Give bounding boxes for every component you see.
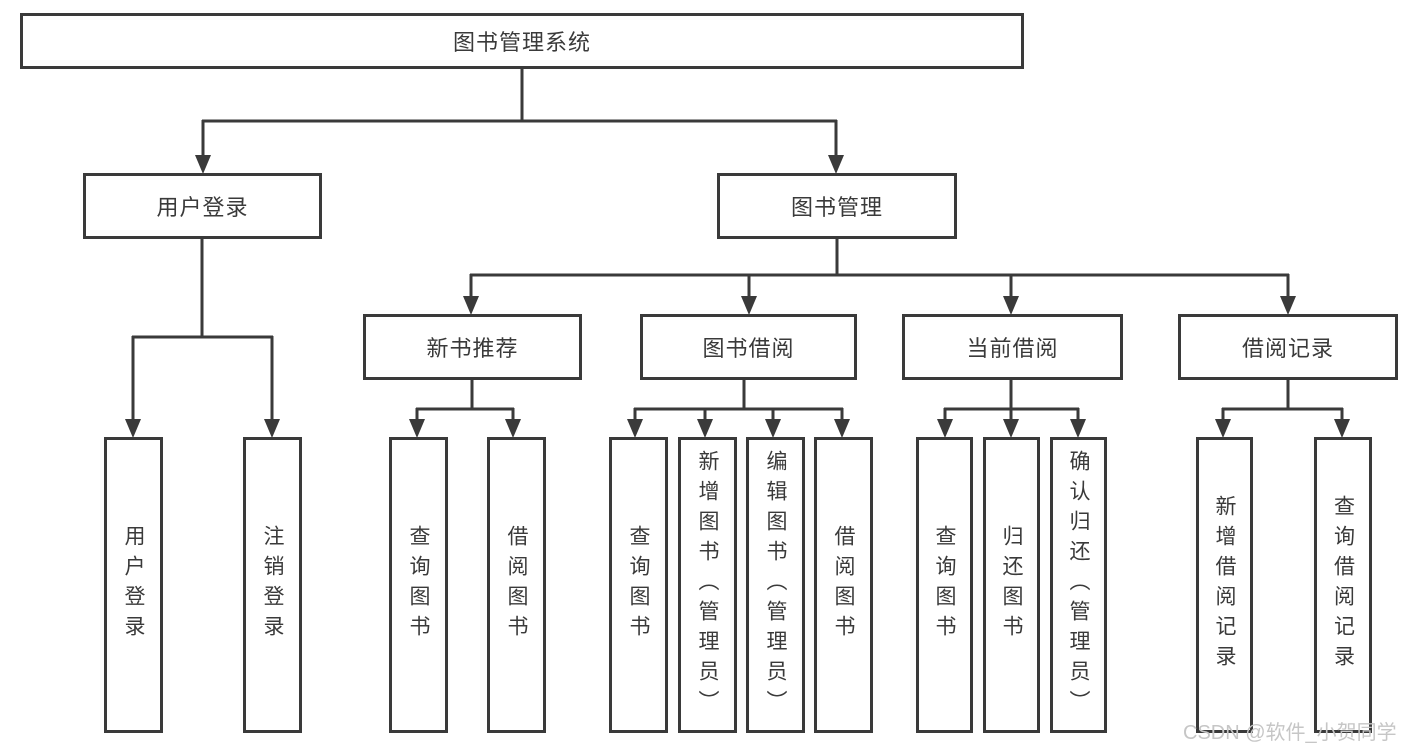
node-leaf-query-borrow-record: 查询借阅记录: [1314, 437, 1372, 733]
node-new-book-recommend: 新书推荐: [363, 314, 582, 380]
node-label: 新书推荐: [426, 336, 519, 361]
node-label: 确认归还（管理员）: [1067, 450, 1090, 720]
node-label: 图书管理: [790, 195, 883, 220]
node-leaf-edit-books-admin: 编辑图书（管理员）: [746, 437, 805, 733]
node-user-login: 用户登录: [83, 173, 322, 239]
node-leaf-logout: 注销登录: [243, 437, 302, 733]
node-leaf-query-books-borrowing: 查询图书: [609, 437, 668, 733]
node-leaf-add-borrow-record: 新增借阅记录: [1196, 437, 1253, 733]
node-book-borrowing: 图书借阅: [640, 314, 857, 380]
node-label: 用户登录: [122, 525, 145, 645]
node-library-management-system: 图书管理系统: [20, 13, 1024, 69]
node-label: 借阅记录: [1241, 336, 1334, 361]
node-leaf-confirm-return-admin: 确认归还（管理员）: [1050, 437, 1107, 733]
node-leaf-borrow-books: 借阅图书: [814, 437, 873, 733]
node-label: 图书管理系统: [452, 30, 591, 55]
node-leaf-query-books-recommend: 查询图书: [389, 437, 448, 733]
node-leaf-add-books-admin: 新增图书（管理员）: [678, 437, 737, 733]
node-label: 查询借阅记录: [1331, 495, 1355, 675]
node-leaf-return-books: 归还图书: [983, 437, 1040, 733]
node-label: 查询图书: [407, 525, 430, 645]
node-label: 用户登录: [156, 195, 249, 220]
node-label: 当前借阅: [966, 336, 1059, 361]
node-leaf-borrow-books-recommend: 借阅图书: [487, 437, 546, 733]
node-borrowing-records: 借阅记录: [1178, 314, 1398, 380]
node-leaf-user-login: 用户登录: [104, 437, 163, 733]
node-label: 借阅图书: [505, 525, 528, 645]
node-label: 新增图书（管理员）: [696, 450, 719, 720]
node-label: 注销登录: [261, 525, 284, 645]
node-current-borrowing: 当前借阅: [902, 314, 1123, 380]
node-label: 新增借阅记录: [1213, 495, 1236, 675]
node-label: 编辑图书（管理员）: [764, 450, 787, 720]
node-label: 归还图书: [1000, 525, 1023, 645]
node-book-management: 图书管理: [717, 173, 957, 239]
node-label: 查询图书: [933, 525, 956, 645]
node-label: 借阅图书: [832, 525, 855, 645]
node-leaf-query-books-current: 查询图书: [916, 437, 973, 733]
node-label: 查询图书: [627, 525, 650, 645]
node-label: 图书借阅: [702, 336, 795, 361]
csdn-watermark: CSDN @软件_小贺同学: [1183, 722, 1397, 744]
